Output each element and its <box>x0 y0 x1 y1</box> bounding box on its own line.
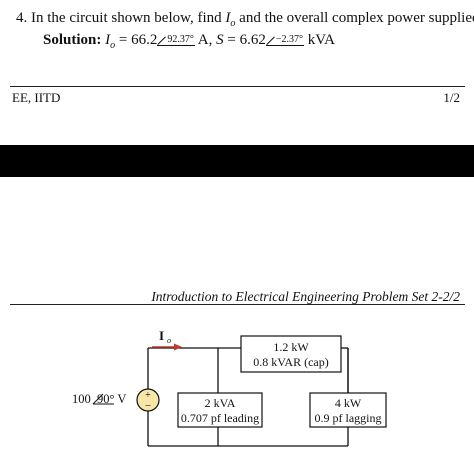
solution-io-eq: = 66.2 <box>118 32 158 48</box>
angle-symbol-icon <box>92 393 114 405</box>
solution-io-var: I <box>105 32 111 48</box>
solution-s-angle: −2.37° <box>265 34 304 46</box>
problem-number: 4. <box>16 10 28 26</box>
solution-label: Solution: <box>43 32 102 48</box>
load-right-line2: 0.9 pf lagging <box>315 411 382 425</box>
source-plus: + <box>145 390 151 401</box>
problem-sub: o <box>230 18 236 29</box>
load-mid-line2: 0.707 pf leading <box>181 411 259 425</box>
problem-rest: and the overall complex power supplied. <box>239 10 474 26</box>
voltage-source-icon <box>136 388 160 412</box>
load-right-box <box>309 392 387 428</box>
source-minus: − <box>145 400 151 412</box>
footer-rule <box>10 86 465 87</box>
load-mid-box <box>177 392 263 428</box>
load-top-line1: 1.2 kW <box>273 340 309 354</box>
load-right-line1: 4 kW <box>335 396 362 410</box>
source-angle: 90° V <box>97 392 126 406</box>
source-magnitude: 100 <box>72 392 91 406</box>
load-top-box <box>240 335 342 373</box>
solution-s-unit: kVA <box>307 32 335 48</box>
footer-left: EE, IITD <box>12 90 61 105</box>
load-top-line2: 0.8 kVAR (cap) <box>253 355 328 369</box>
solution-s-eq: = 6.62 <box>227 32 266 48</box>
solution-io-unit: A, <box>197 32 213 48</box>
circuit-diagram: I o + − 100 90° V 1.2 kW 0.8 kVAR (cap) … <box>72 328 387 447</box>
problem-var: I <box>225 10 231 26</box>
page-header: Introduction to Electrical Engineering P… <box>151 289 460 304</box>
current-arrow <box>152 343 182 351</box>
load-mid-line1: 2 kVA <box>205 396 236 410</box>
header-rule <box>10 304 465 305</box>
problem-text: In the circuit shown below, find <box>31 10 222 26</box>
solution-s-var: S <box>216 32 224 48</box>
page-separator-band <box>0 145 474 177</box>
current-sub: o <box>167 336 171 345</box>
current-label: I <box>159 328 164 343</box>
solution-io-angle: 92.37° <box>157 34 195 46</box>
solution-io-sub: o <box>110 40 116 51</box>
problem-statement: 4. In the circuit shown below, find Io a… <box>16 10 474 29</box>
footer-page-number: 1/2 <box>443 90 460 105</box>
